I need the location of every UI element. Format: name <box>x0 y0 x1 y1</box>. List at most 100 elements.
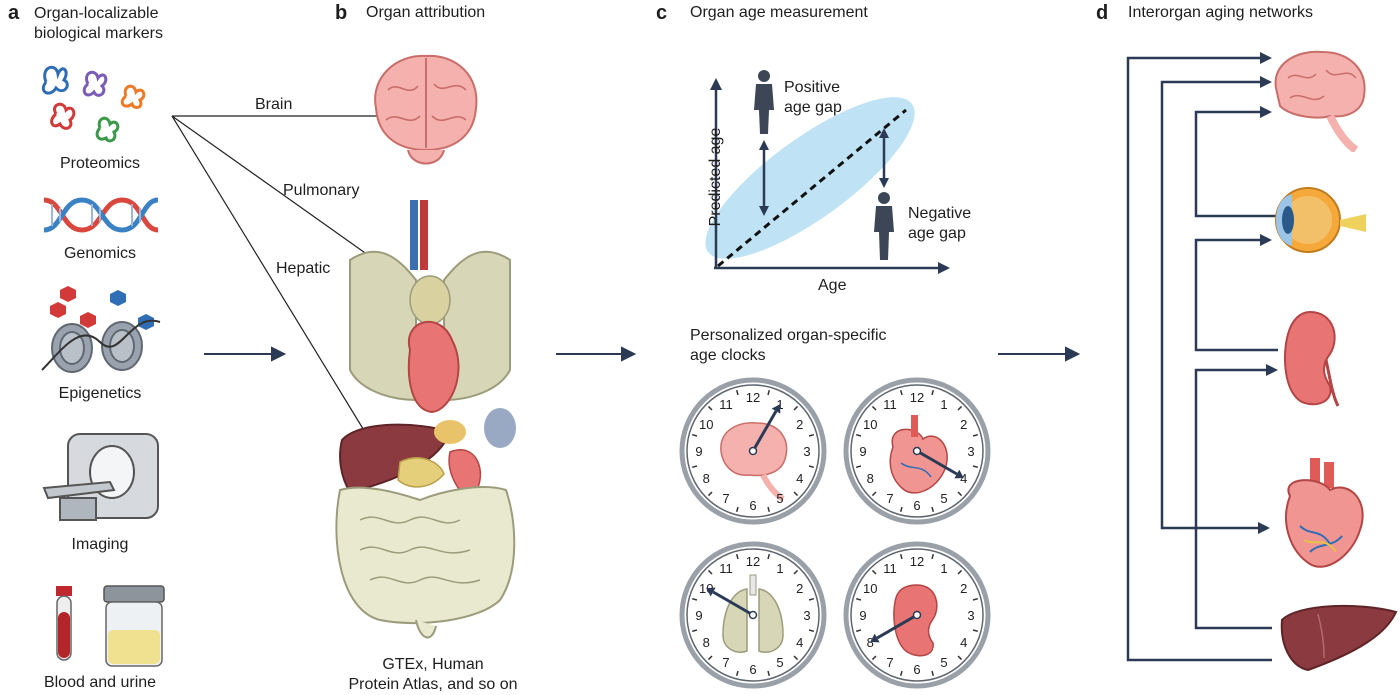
clock-number: 7 <box>886 655 893 670</box>
clock-hand <box>876 613 918 640</box>
age-gap-plot <box>705 70 950 274</box>
imaging-label: Imaging <box>71 536 129 553</box>
clock-number: 9 <box>695 608 702 623</box>
network-liver-illustration <box>1280 604 1398 672</box>
identity-line <box>717 108 907 268</box>
clock-number: 5 <box>776 655 783 670</box>
negative-line2: age gap <box>908 225 966 242</box>
person-positive-icon <box>754 70 774 134</box>
network-brain-illustration <box>1274 50 1366 152</box>
clock-number: 1 <box>940 561 947 576</box>
clock-number: 8 <box>867 635 874 650</box>
clock-number: 4 <box>796 471 803 486</box>
clock-number: 3 <box>967 608 974 623</box>
clock-number: 6 <box>749 662 756 677</box>
clock-number: 3 <box>967 444 974 459</box>
negative-age-gap-label: Negative age gap <box>908 204 971 244</box>
genomics-label: Genomics <box>63 245 137 262</box>
clock-number: 7 <box>722 491 729 506</box>
clock-number: 11 <box>883 397 897 412</box>
clock-number: 5 <box>776 491 783 506</box>
brain-attribution-label: Brain <box>255 96 293 113</box>
proteomics-icon <box>41 65 146 143</box>
panel-a-letter: a <box>8 2 20 24</box>
clock-number: 2 <box>796 581 803 596</box>
kidney-icon <box>893 584 938 657</box>
epigenetics-icon <box>41 286 161 373</box>
panel-d-letter: d <box>1096 2 1109 24</box>
blood-urine-label: Blood and urine <box>43 674 157 691</box>
blood-urine-icon <box>56 585 165 667</box>
clocks-title-line1: Personalized organ-specific <box>690 327 887 344</box>
clock-number: 11 <box>719 561 733 576</box>
person-negative-icon <box>874 192 894 260</box>
clock-number: 3 <box>803 608 810 623</box>
positive-line1: Positive <box>784 79 841 96</box>
panel-c-title: Organ age measurement <box>690 4 868 21</box>
clock-number: 4 <box>796 635 803 650</box>
source-label-line2: Protein Atlas, and so on <box>348 676 518 693</box>
clock-number: 4 <box>960 635 967 650</box>
brain-illustration <box>374 54 478 165</box>
body-organs-illustration <box>335 200 516 639</box>
epigenetics-label: Epigenetics <box>58 385 142 402</box>
positive-age-gap-label: Positive age gap <box>784 78 842 118</box>
panel-a-title: Organ-localizable biological markers <box>34 4 163 44</box>
clocks-title: Personalized organ-specific age clocks <box>690 326 887 366</box>
source-label: GTEx, Human Protein Atlas, and so on <box>333 655 533 695</box>
panel-a-title-line2: biological markers <box>34 25 163 42</box>
clock-number: 8 <box>703 471 710 486</box>
clock-number: 6 <box>913 498 920 513</box>
clock-number: 4 <box>960 471 967 486</box>
clock-number: 1 <box>776 561 783 576</box>
clock-number: 2 <box>796 417 803 432</box>
clock-hand <box>712 590 754 617</box>
clock-number: 2 <box>960 417 967 432</box>
clock-number: 10 <box>863 581 877 596</box>
pulmonary-attribution-label: Pulmonary <box>283 182 360 199</box>
proteomics-label: Proteomics <box>59 155 141 172</box>
clock-number: 7 <box>722 655 729 670</box>
clock-number: 10 <box>863 417 877 432</box>
lung-icon <box>722 574 784 653</box>
clock-number: 9 <box>859 444 866 459</box>
hepatic-attribution-label: Hepatic <box>276 260 331 277</box>
panel-a-title-line1: Organ-localizable <box>34 5 159 22</box>
clock-number: 2 <box>960 581 967 596</box>
negative-line1: Negative <box>908 205 972 222</box>
network-kidney-illustration <box>1283 310 1340 407</box>
clock-number: 11 <box>719 397 733 412</box>
clock-number: 12 <box>746 554 760 569</box>
source-label-line1: GTEx, Human <box>382 656 484 673</box>
panel-b-title: Organ attribution <box>366 4 486 21</box>
clock-hand <box>751 410 778 452</box>
clock-number: 3 <box>803 444 810 459</box>
clock-number: 5 <box>940 491 947 506</box>
clock-number: 10 <box>699 417 713 432</box>
network-heart-illustration <box>1285 458 1364 568</box>
mri-scanner-icon <box>42 433 159 521</box>
clock-number: 7 <box>886 491 893 506</box>
clock-number: 5 <box>940 655 947 670</box>
clock-number: 6 <box>913 662 920 677</box>
clocks-title-line2: age clocks <box>690 347 766 364</box>
panel-b-letter: b <box>335 2 348 24</box>
clock-number: 9 <box>695 444 702 459</box>
clock-number: 12 <box>746 390 760 405</box>
clock-number: 11 <box>883 561 897 576</box>
clock-hand <box>916 449 958 476</box>
panel-c-letter: c <box>656 2 668 24</box>
clock-number: 8 <box>867 471 874 486</box>
clock-number: 8 <box>703 635 710 650</box>
panel-d-title: Interorgan aging networks <box>1128 4 1313 21</box>
clock-number: 12 <box>910 390 924 405</box>
network-eye-illustration <box>1275 187 1366 253</box>
positive-line2: age gap <box>784 99 842 116</box>
dna-icon <box>43 197 159 233</box>
clock-number: 12 <box>910 554 924 569</box>
